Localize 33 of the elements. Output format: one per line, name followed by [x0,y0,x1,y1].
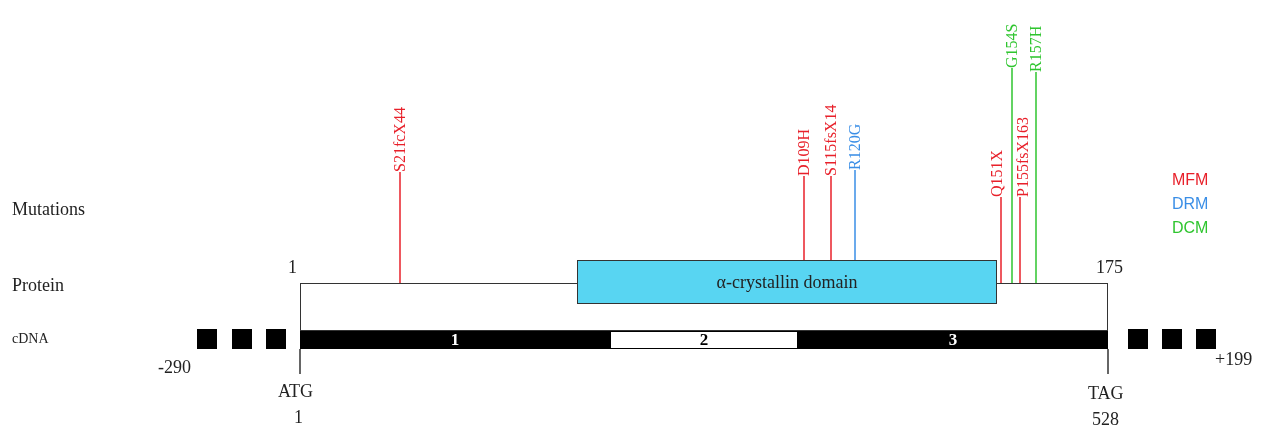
mutation-label: R157H [1028,0,1044,72]
leader-line [1035,71,1037,284]
position-label: 175 [1096,258,1123,276]
row-label: cDNA [12,332,49,346]
leader-line [1000,196,1002,284]
legend-text: MFM [1172,172,1209,188]
domain-box: α-crystallin domain [577,260,997,304]
mutation-label: Q151X [989,0,1005,197]
position-label: -290 [158,358,191,376]
legend-text: DRM [1172,196,1209,212]
mutation-label: D109H [796,0,812,176]
row-label: Protein [12,276,64,294]
position-label: ATG [278,382,313,400]
leader-line [854,169,856,261]
position-label: 528 [1092,410,1119,427]
leader-line [830,175,832,261]
leader-line [1011,67,1013,284]
exon-segment: 1 [300,331,610,349]
leader-line [399,171,401,284]
row-label: Mutations [12,200,85,218]
legend-text: DCM [1172,220,1209,236]
exon-segment: 2 [610,331,798,349]
leader-line [1019,196,1021,284]
exon-segment: 3 [798,331,1108,349]
position-label: 1 [288,258,297,276]
mutation-label: S115fsX14 [823,0,839,176]
mutation-label: S21fcX44 [392,0,408,172]
position-label: TAG [1088,384,1124,402]
mutation-label: R120G [847,0,863,170]
position-label: 1 [294,408,303,426]
position-label: +199 [1215,350,1253,368]
leader-line [803,175,805,261]
mutation-label: G154S [1004,0,1020,68]
